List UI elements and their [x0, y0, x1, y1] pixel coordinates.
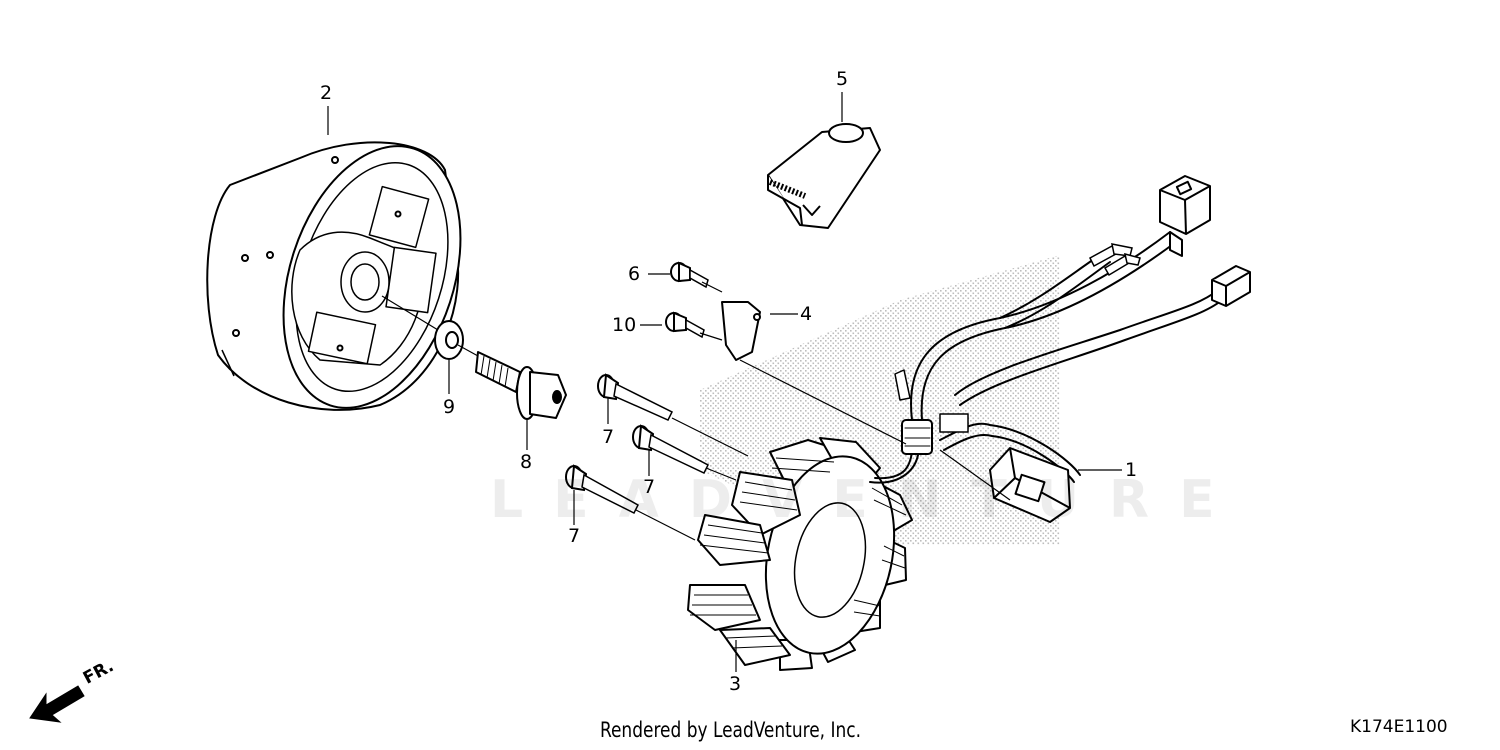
diagram-code: K174E1100 [1350, 717, 1448, 737]
part-label-2: 2 [320, 82, 333, 104]
part-label-4: 4 [800, 303, 813, 325]
screw-6 [670, 261, 709, 289]
part-label-10: 10 [612, 314, 637, 336]
screw-10 [665, 311, 705, 339]
spade-terminals [1089, 243, 1141, 277]
bolt-7c [565, 464, 639, 515]
part-label-7b: 7 [643, 476, 656, 498]
wire-harness [869, 231, 1223, 484]
part-label-9: 9 [443, 396, 456, 418]
leader-lines [327, 92, 1122, 672]
stator [687, 437, 913, 671]
front-direction-arrow [29, 685, 85, 723]
part-label-7c: 7 [568, 525, 581, 547]
bracket [767, 123, 881, 229]
bolt-7a [597, 373, 674, 421]
part-label-7a: 7 [602, 426, 615, 448]
flange-bolt [475, 351, 567, 420]
part-label-8: 8 [520, 451, 533, 473]
part-label-6: 6 [628, 263, 641, 285]
flywheel-rotor [206, 141, 462, 411]
watermark: LEADVENTURE [490, 470, 1245, 530]
bolt-7b [632, 424, 709, 474]
wire-clamp [721, 301, 761, 361]
connector-b [1211, 265, 1251, 307]
part-label-5: 5 [836, 68, 849, 90]
connector-a [1159, 175, 1211, 257]
pulse-generator [989, 447, 1071, 523]
washer [434, 320, 464, 360]
part-label-1: 1 [1125, 459, 1138, 481]
footer-credit: Rendered by LeadVenture, Inc. [600, 718, 861, 742]
part-label-3: 3 [729, 673, 742, 695]
